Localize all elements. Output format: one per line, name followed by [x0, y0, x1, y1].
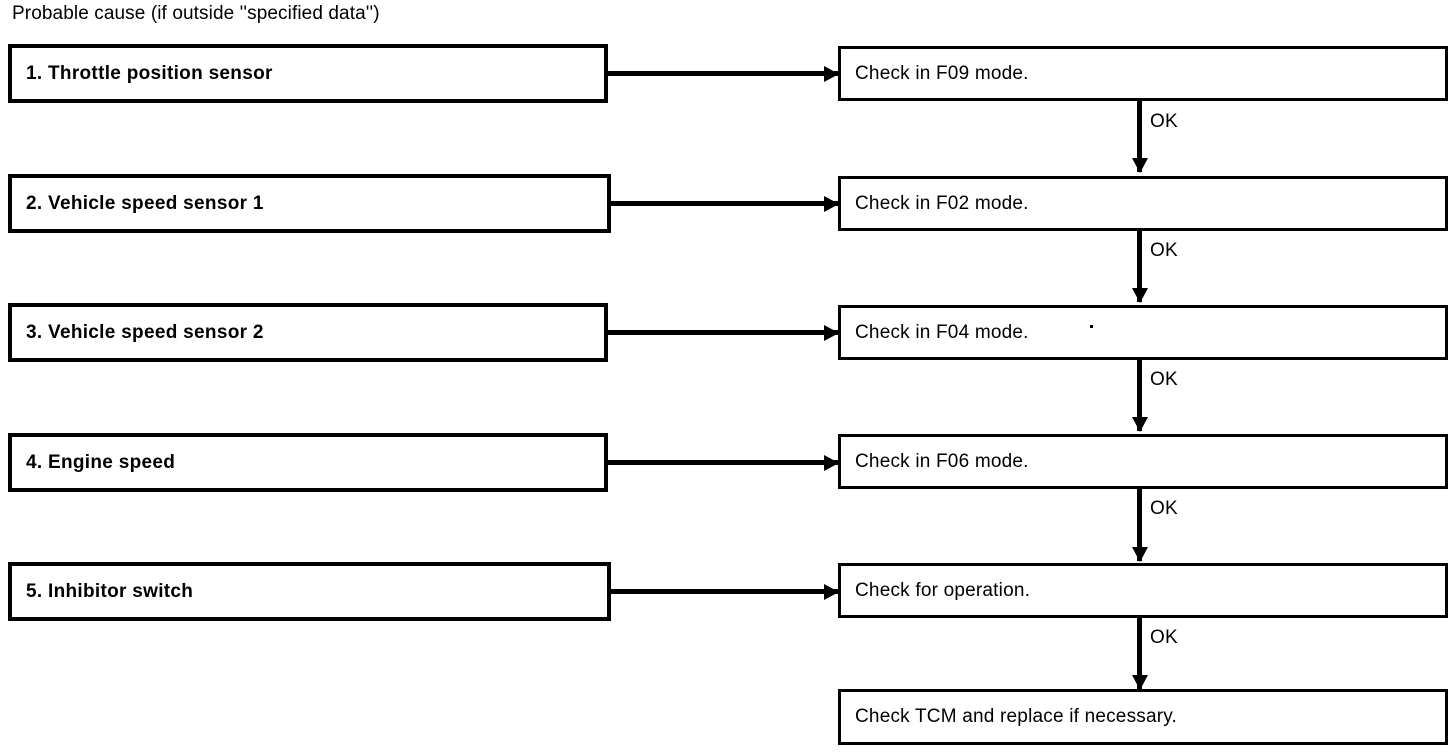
- check-box-1-label: Check in F09 mode.: [855, 62, 1029, 84]
- arrow-cause-3-to-check-3: [608, 324, 839, 341]
- ok-label-1: OK: [1150, 111, 1178, 132]
- arrow-head-icon: [824, 65, 839, 82]
- cause-box-1: 1. Throttle position sensor: [8, 44, 608, 103]
- ok-label-4: OK: [1150, 498, 1178, 519]
- arrow-check-2-to-check-3: [1131, 231, 1148, 303]
- cause-box-3-label: 3. Vehicle speed sensor 2: [26, 321, 264, 343]
- page-title: Probable cause (if outside ''specified d…: [12, 3, 380, 24]
- arrow-check-1-to-check-2: [1131, 101, 1148, 173]
- cause-box-5: 5. Inhibitor switch: [8, 562, 611, 621]
- check-box-4-label: Check in F06 mode.: [855, 450, 1029, 472]
- final-step-label: Check TCM and replace if necessary.: [855, 706, 1178, 727]
- arrow-head-icon: [1131, 675, 1148, 690]
- arrow-head-icon: [824, 195, 839, 212]
- arrow-cause-4-to-check-4: [608, 454, 839, 471]
- arrow-head-icon: [824, 583, 839, 600]
- arrow-head-icon: [824, 324, 839, 341]
- check-box-2-label: Check in F02 mode.: [855, 192, 1029, 214]
- check-box-4: Check in F06 mode.: [838, 434, 1448, 489]
- arrow-head-icon: [1131, 158, 1148, 173]
- ok-label-3: OK: [1150, 369, 1178, 390]
- cause-box-3: 3. Vehicle speed sensor 2: [8, 303, 608, 362]
- cause-box-5-label: 5. Inhibitor switch: [26, 580, 194, 602]
- arrow-check-5-to-final: [1131, 618, 1148, 690]
- arrow-cause-5-to-check-5: [611, 583, 839, 600]
- arrow-cause-1-to-check-1: [608, 65, 839, 82]
- arrow-check-4-to-check-5: [1131, 489, 1148, 562]
- cause-box-1-label: 1. Throttle position sensor: [26, 62, 273, 84]
- check-box-1: Check in F09 mode.: [838, 46, 1448, 101]
- check-box-3-label: Check in F04 mode.: [855, 321, 1029, 343]
- arrow-check-3-to-check-4: [1131, 360, 1148, 432]
- final-step-box: Check TCM and replace if necessary.: [838, 689, 1448, 745]
- arrow-cause-2-to-check-2: [611, 195, 839, 212]
- ok-label-2: OK: [1150, 240, 1178, 261]
- ok-label-5: OK: [1150, 627, 1178, 648]
- arrow-head-icon: [1131, 417, 1148, 432]
- scan-speck: [1090, 325, 1093, 328]
- check-box-5-label: Check for operation.: [855, 579, 1031, 601]
- cause-box-2-label: 2. Vehicle speed sensor 1: [26, 192, 264, 214]
- check-box-3: Check in F04 mode.: [838, 305, 1448, 360]
- check-box-5: Check for operation.: [838, 563, 1448, 618]
- cause-box-2: 2. Vehicle speed sensor 1: [8, 174, 611, 233]
- cause-box-4-label: 4. Engine speed: [26, 451, 176, 473]
- arrow-head-icon: [1131, 288, 1148, 303]
- check-box-2: Check in F02 mode.: [838, 176, 1448, 231]
- cause-box-4: 4. Engine speed: [8, 433, 608, 492]
- arrow-head-icon: [824, 454, 839, 471]
- arrow-head-icon: [1131, 547, 1148, 562]
